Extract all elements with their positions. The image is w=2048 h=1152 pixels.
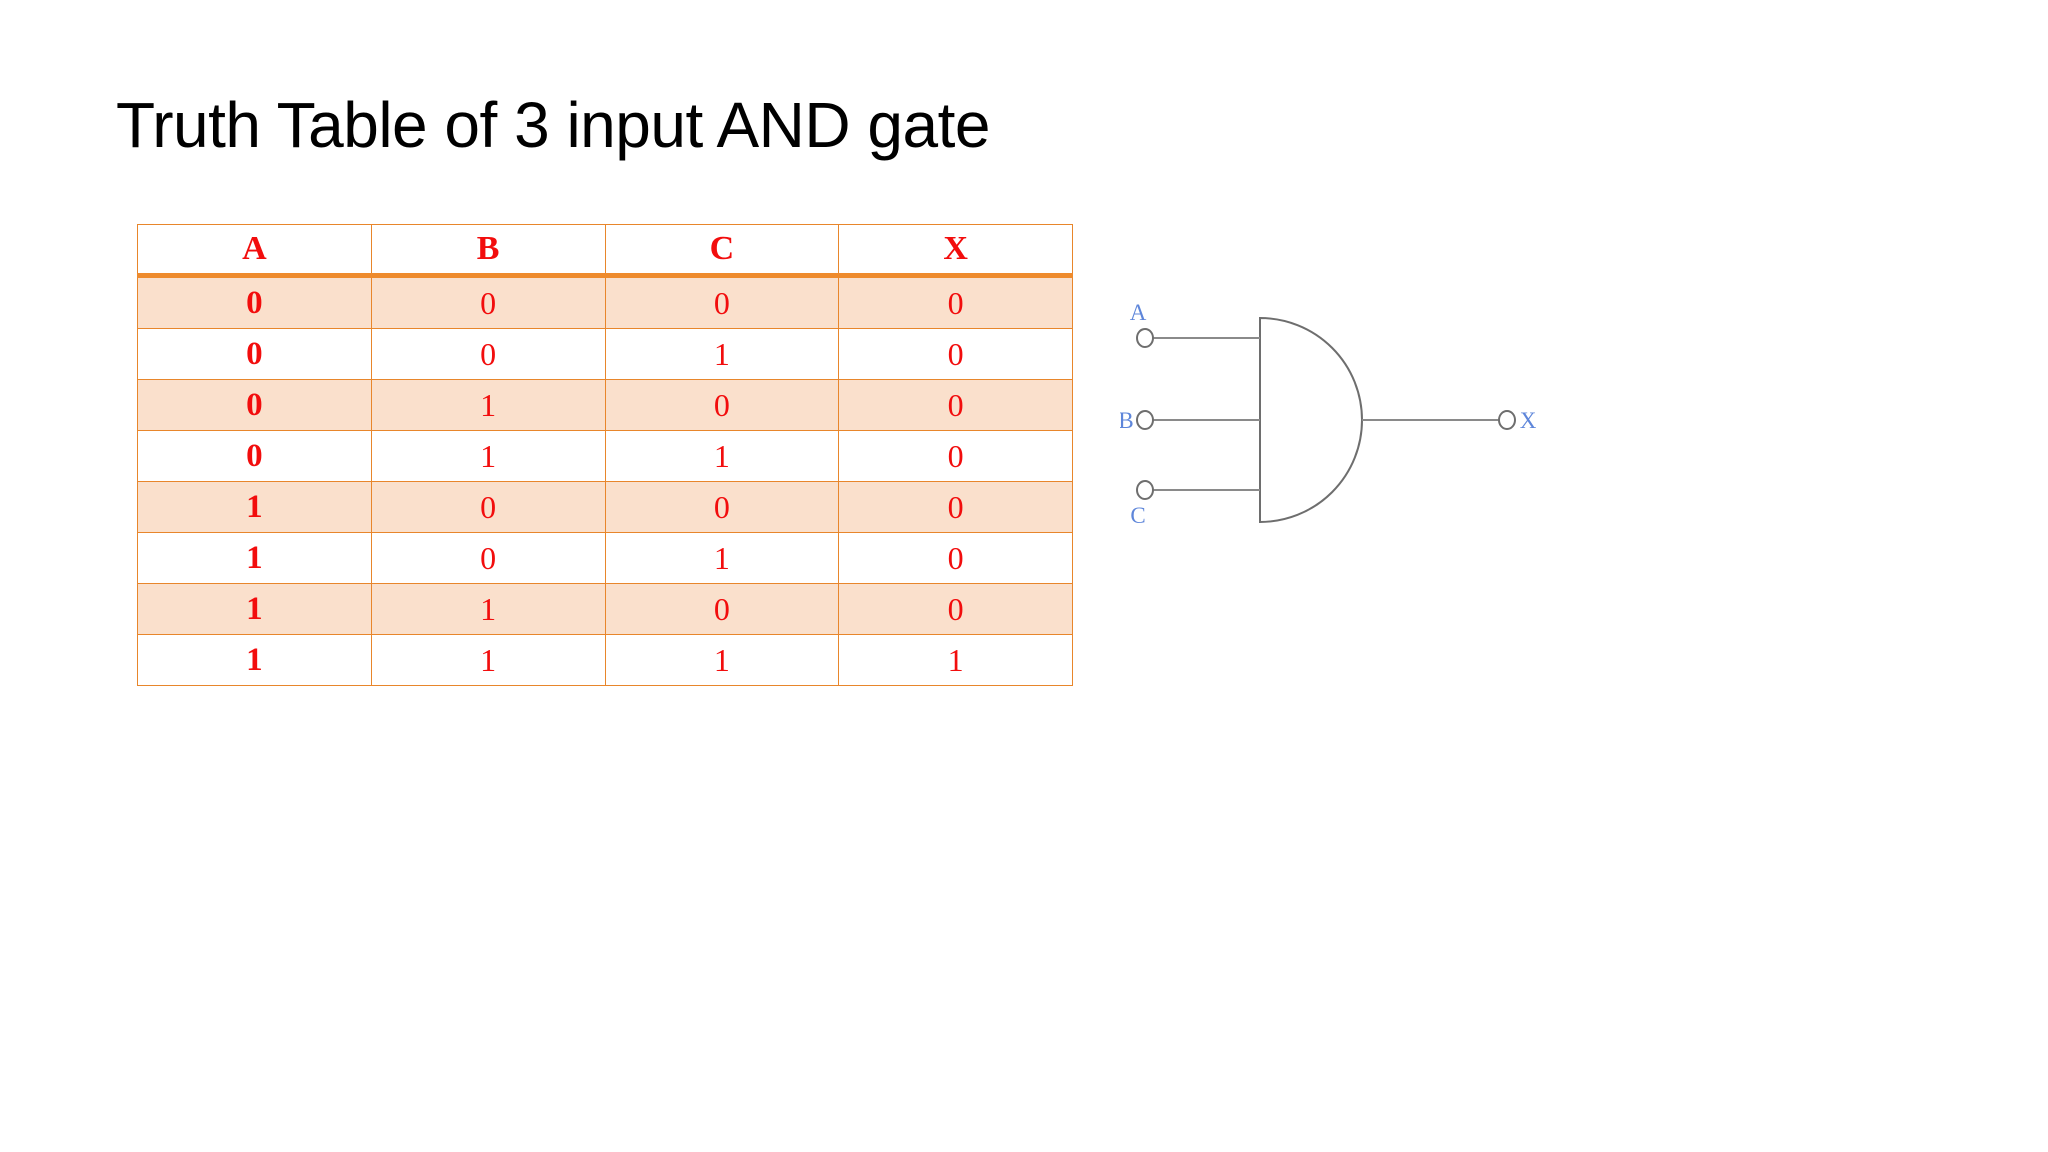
column-header-c: C — [604, 224, 840, 278]
input-terminal-a-icon — [1136, 328, 1154, 348]
cell-b: 1 — [370, 583, 606, 635]
gate-input-label-c: C — [1130, 503, 1145, 528]
gate-output-label-x: X — [1520, 408, 1537, 433]
cell-a: 0 — [137, 379, 372, 431]
cell-a: 1 — [137, 583, 372, 635]
cell-x: 0 — [838, 379, 1073, 431]
cell-c: 1 — [604, 532, 840, 584]
cell-c: 0 — [604, 583, 840, 635]
cell-x: 0 — [838, 328, 1073, 380]
column-header-x: X — [838, 224, 1073, 278]
cell-c: 1 — [604, 328, 840, 380]
table-row: 1 0 1 0 — [137, 532, 1073, 584]
cell-x: 0 — [838, 481, 1073, 533]
table-row: 0 0 0 0 — [137, 275, 1073, 329]
cell-c: 1 — [604, 634, 840, 686]
input-terminal-c-icon — [1136, 480, 1154, 500]
table-row: 0 1 0 0 — [137, 379, 1073, 431]
truth-table-head: A B C X — [137, 224, 1073, 278]
table-row: 1 1 1 1 — [137, 634, 1073, 686]
cell-a: 1 — [137, 481, 372, 533]
cell-c: 0 — [604, 379, 840, 431]
cell-x: 0 — [838, 583, 1073, 635]
truth-table: A B C X 0 0 0 0 0 0 1 0 0 1 0 — [137, 224, 1073, 686]
column-header-a: A — [137, 224, 372, 278]
page-title: Truth Table of 3 input AND gate — [116, 89, 990, 161]
output-terminal-x-icon — [1498, 410, 1516, 430]
cell-x: 1 — [838, 634, 1073, 686]
cell-x: 0 — [838, 532, 1073, 584]
table-row: 1 1 0 0 — [137, 583, 1073, 635]
cell-b: 1 — [370, 379, 606, 431]
cell-b: 0 — [370, 532, 606, 584]
cell-c: 0 — [604, 275, 840, 329]
cell-x: 0 — [838, 430, 1073, 482]
cell-b: 0 — [370, 275, 606, 329]
cell-b: 1 — [370, 634, 606, 686]
cell-a: 0 — [137, 275, 372, 329]
input-terminal-b-icon — [1136, 410, 1154, 430]
cell-b: 1 — [370, 430, 606, 482]
table-row: 0 1 1 0 — [137, 430, 1073, 482]
and-gate-body — [1259, 316, 1363, 524]
column-header-b: B — [370, 224, 606, 278]
table-header-row: A B C X — [137, 224, 1073, 278]
cell-c: 0 — [604, 481, 840, 533]
cell-a: 0 — [137, 430, 372, 482]
cell-c: 1 — [604, 430, 840, 482]
gate-input-label-b: B — [1120, 408, 1134, 433]
cell-b: 0 — [370, 481, 606, 533]
cell-a: 1 — [137, 532, 372, 584]
truth-table-container: A B C X 0 0 0 0 0 0 1 0 0 1 0 — [137, 224, 1073, 686]
cell-a: 1 — [137, 634, 372, 686]
table-row: 0 0 1 0 — [137, 328, 1073, 380]
truth-table-body: 0 0 0 0 0 0 1 0 0 1 0 0 0 1 1 0 — [137, 275, 1073, 686]
gate-input-label-a: A — [1130, 300, 1147, 325]
cell-b: 0 — [370, 328, 606, 380]
cell-x: 0 — [838, 275, 1073, 329]
and-gate-diagram: A B C X — [1120, 290, 1540, 550]
table-row: 1 0 0 0 — [137, 481, 1073, 533]
cell-a: 0 — [137, 328, 372, 380]
